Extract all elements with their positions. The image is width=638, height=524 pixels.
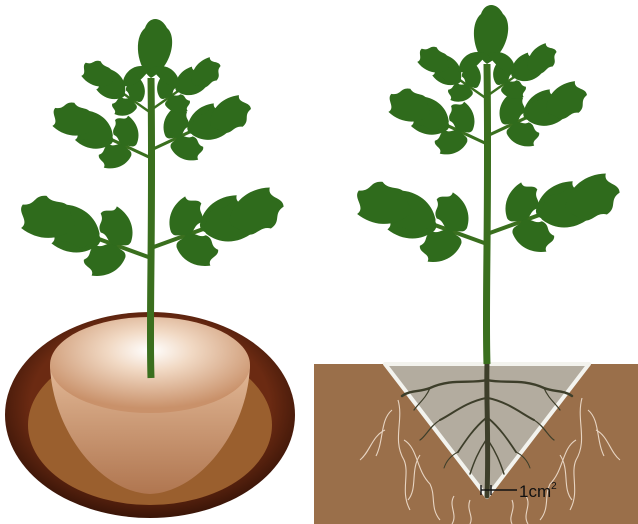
area-value: 1cm [519,482,551,501]
plant-right [342,5,632,364]
plant-left [6,19,296,378]
potted-plant-panel [5,19,296,518]
area-exponent: 2 [551,481,557,492]
soil-cross-section-panel: 1cm2 [314,5,638,524]
